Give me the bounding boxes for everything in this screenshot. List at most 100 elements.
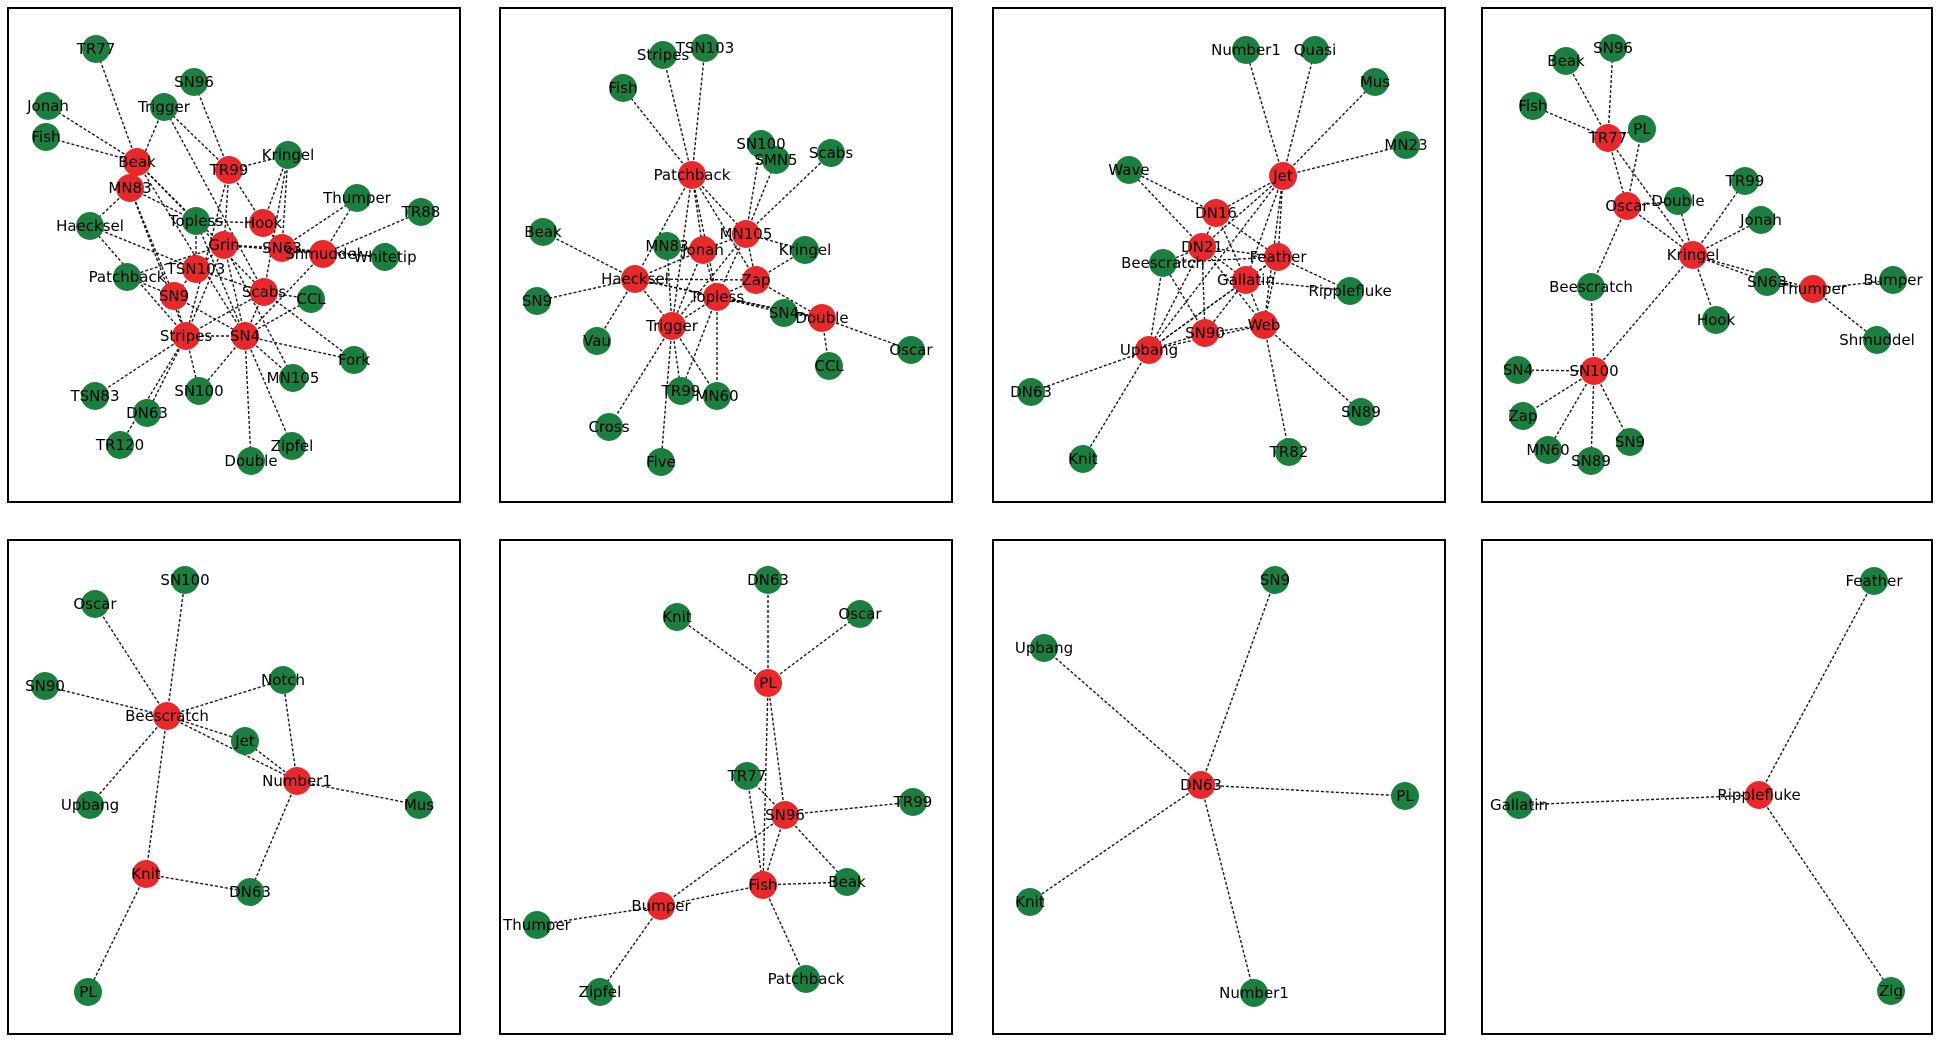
leaf-node-marker [703, 382, 731, 410]
network-panel-1: TR77JonahFishTriggerSN96BeakMN83TR99Krin… [7, 7, 461, 503]
node-gallatin [1232, 266, 1260, 294]
node-label: Kringel [262, 146, 315, 164]
edge-kringel-sn100 [1593, 254, 1694, 372]
node-label: TR88 [401, 203, 441, 221]
leaf-node-marker [182, 207, 210, 235]
edge-upbang-dn63 [1030, 349, 1150, 393]
node-label: MN60 [1526, 441, 1569, 459]
leaf-node-marker [185, 377, 213, 405]
leaf-node-marker [340, 346, 368, 374]
node-scabs [817, 139, 845, 167]
node-double [237, 447, 265, 475]
node-topless [182, 207, 210, 235]
leaf-node-marker [106, 431, 134, 459]
node-label: Hook [244, 214, 283, 232]
edge-fish-beak [762, 881, 848, 886]
leaf-node-marker [1860, 567, 1888, 595]
node-jet [231, 727, 259, 755]
node-knit [1016, 888, 1044, 916]
leaf-node-marker [1616, 428, 1644, 456]
node-label: Double [224, 452, 277, 470]
hub-node-marker [647, 892, 675, 920]
node-label: SN4 [769, 304, 799, 322]
node-label: Hook [1697, 311, 1736, 329]
node-label: PL [79, 983, 97, 1001]
leaf-node-marker [1753, 268, 1781, 296]
node-label: SN100 [1569, 362, 1618, 380]
hub-node-marker [250, 278, 278, 306]
node-sn89 [1347, 398, 1375, 426]
leaf-node-marker [815, 352, 843, 380]
leaf-node-marker [1232, 36, 1260, 64]
node-sn90 [1191, 319, 1219, 347]
node-trigger [658, 312, 686, 340]
node-beescratch [153, 702, 181, 730]
node-tr99 [899, 788, 927, 816]
node-label: Beescratch [1121, 254, 1205, 272]
leaf-node-marker [278, 432, 306, 460]
node-label: SN9 [522, 292, 552, 310]
hub-node-marker [132, 860, 160, 888]
hub-node-marker [210, 231, 238, 259]
node-label: SMN5 [754, 151, 797, 169]
node-label: Haecksel [56, 217, 124, 235]
edge-ripplefluke-gallatin [1518, 794, 1760, 806]
node-fish [32, 123, 60, 151]
hub-node-marker [732, 220, 760, 248]
node-label: SN100 [174, 382, 223, 400]
edge-patchback-topless [691, 174, 718, 298]
leaf-node-marker [1016, 888, 1044, 916]
edge-beescratch-jet [166, 715, 246, 742]
edge-sn63-thumper [281, 197, 358, 249]
edge-beescratch-oscar [94, 603, 168, 717]
leaf-node-marker [150, 93, 178, 121]
node-label: MN23 [1384, 136, 1427, 154]
node-label: Oscar [73, 595, 117, 613]
leaf-node-marker [82, 35, 110, 63]
hub-node-marker [1613, 192, 1641, 220]
edge-fish-patchback [762, 884, 807, 980]
node-beak [123, 148, 151, 176]
edge-fish-bumper [660, 884, 764, 907]
edge-beak-tr77 [95, 48, 138, 163]
panel-frame [1481, 539, 1933, 1035]
node-label: SN4 [230, 327, 260, 345]
node-bumper [1879, 266, 1907, 294]
node-label: Knit [1015, 893, 1045, 911]
leaf-node-marker [653, 232, 681, 260]
node-label: Jonah [681, 241, 724, 259]
node-label: Wave [1108, 161, 1149, 179]
node-label: Ripplefluke [1717, 786, 1800, 804]
leaf-node-marker [609, 74, 637, 102]
edge-beescratch-notch [166, 679, 284, 717]
node-label: Web [1248, 316, 1281, 334]
edge-patchback-stripes [662, 54, 693, 176]
node-label: Number1 [262, 772, 332, 790]
leaf-node-marker [770, 299, 798, 327]
node-label: Grin [208, 236, 239, 254]
hub-node-marker [182, 255, 210, 283]
edge-stripes-tr120 [119, 335, 187, 446]
node-sn9 [1261, 566, 1289, 594]
hub-node-marker [1187, 771, 1215, 799]
hub-node-marker [1135, 336, 1163, 364]
node-gallatin [1505, 791, 1533, 819]
edge-beak-jonah [47, 105, 138, 163]
node-label: Beescratch [1549, 278, 1633, 296]
node-tr99 [667, 377, 695, 405]
node-quasi [1301, 36, 1329, 64]
node-sn96 [180, 68, 208, 96]
leaf-node-marker [1030, 634, 1058, 662]
edge-beescratch-knit [145, 715, 168, 875]
node-mn83 [653, 232, 681, 260]
node-tr88 [407, 198, 435, 226]
node-label: Thumper [502, 916, 572, 934]
node-label: Topless [168, 212, 224, 230]
hub-node-marker [268, 234, 296, 262]
node-dn16 [1202, 199, 1230, 227]
leaf-node-marker [1504, 356, 1532, 384]
node-zipfel [586, 978, 614, 1006]
node-label: TR99 [893, 793, 933, 811]
